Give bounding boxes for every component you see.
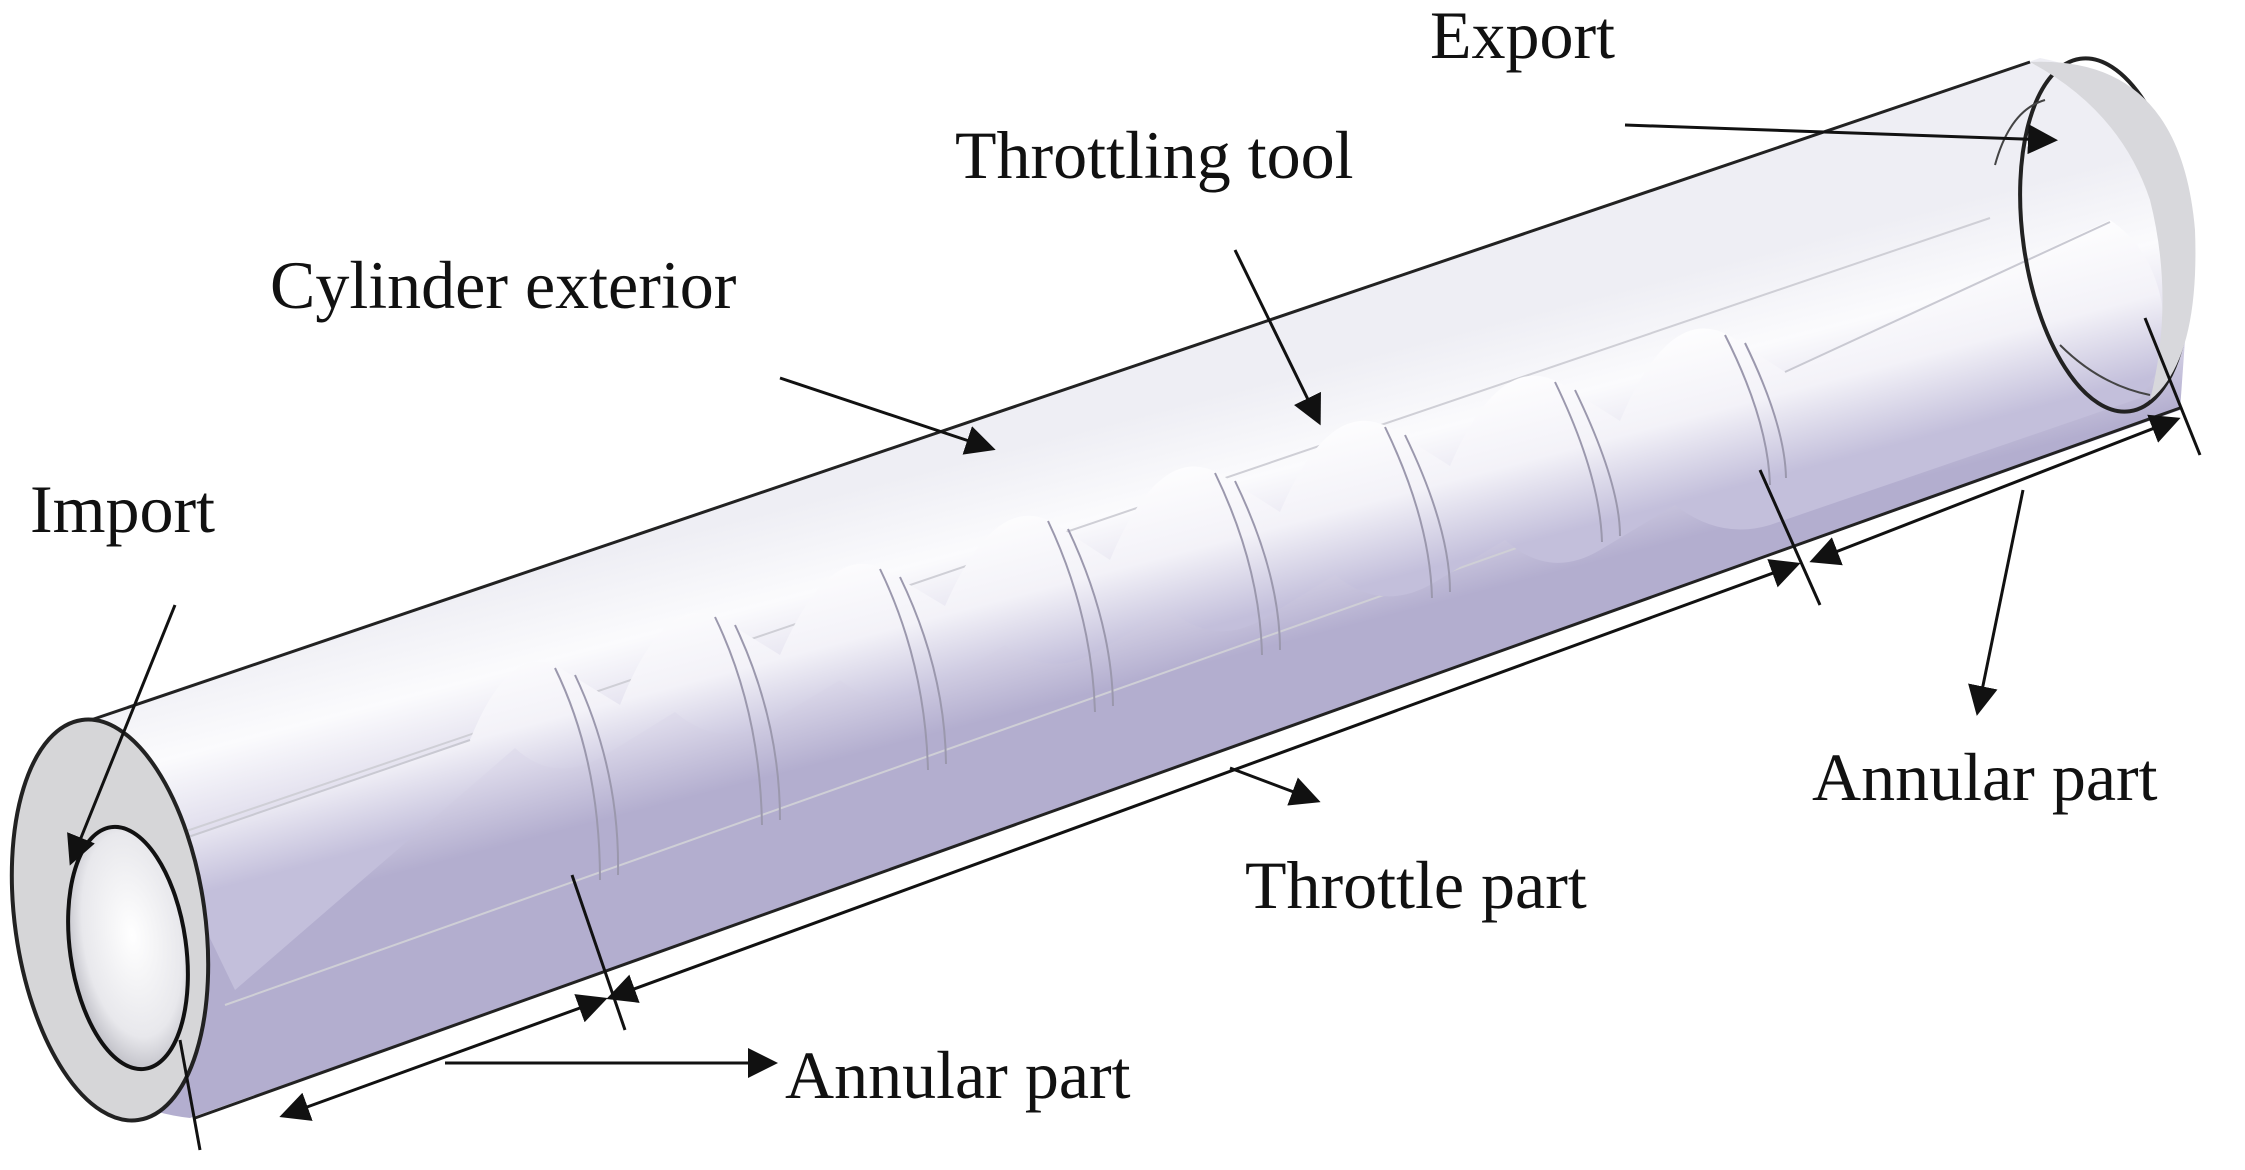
tool-left-top-edge [164,739,471,846]
import-bore [66,824,190,1072]
leader-arrows [67,123,2058,1078]
tool-right-top-edge [1784,221,2111,373]
export-bore-arc [1994,99,2046,166]
dim-throttle [606,559,1801,1003]
dimension-lines [178,317,2202,1151]
ridge-8 [1724,334,1771,486]
throttling-tool-arrow [1233,249,1321,426]
export-arrow [1624,123,2058,155]
ridge-8b [1744,342,1787,479]
labels: Export Throttling tool Cylinder exterior… [30,0,2158,1113]
tick-right-end [2143,317,2202,456]
label-annular-part-right: Annular part [1812,739,2158,815]
tick-left-start [178,1039,202,1151]
ridge-7 [1554,381,1603,543]
ridge-7b [1574,389,1621,537]
ridge-1 [554,667,601,881]
cylinder-exterior-arrow [779,376,996,455]
import-arrow [67,604,177,866]
dim-annular-left [279,994,608,1121]
cylinder-top-edge [84,60,2031,724]
label-throttling-tool: Throttling tool [955,117,1354,193]
annular-part-right-arrow [1968,489,2025,716]
export-bore-arc-lower [2059,344,2151,396]
label-import: Import [30,471,215,547]
label-export: Export [1430,0,1615,73]
label-cylinder-exterior: Cylinder exterior [270,247,737,323]
export-end [1994,56,2196,414]
label-throttle-part: Throttle part [1245,847,1587,923]
export-end-face [2030,61,2196,400]
inner-bore-line-top [159,217,1991,841]
dim-annular-right [1809,414,2181,566]
tick-left-end [570,874,627,1031]
throttle-part-arrow [1229,766,1321,806]
import-end [9,717,211,1123]
label-annular-part-left: Annular part [785,1037,1131,1113]
tick-right-start [1758,469,1822,606]
